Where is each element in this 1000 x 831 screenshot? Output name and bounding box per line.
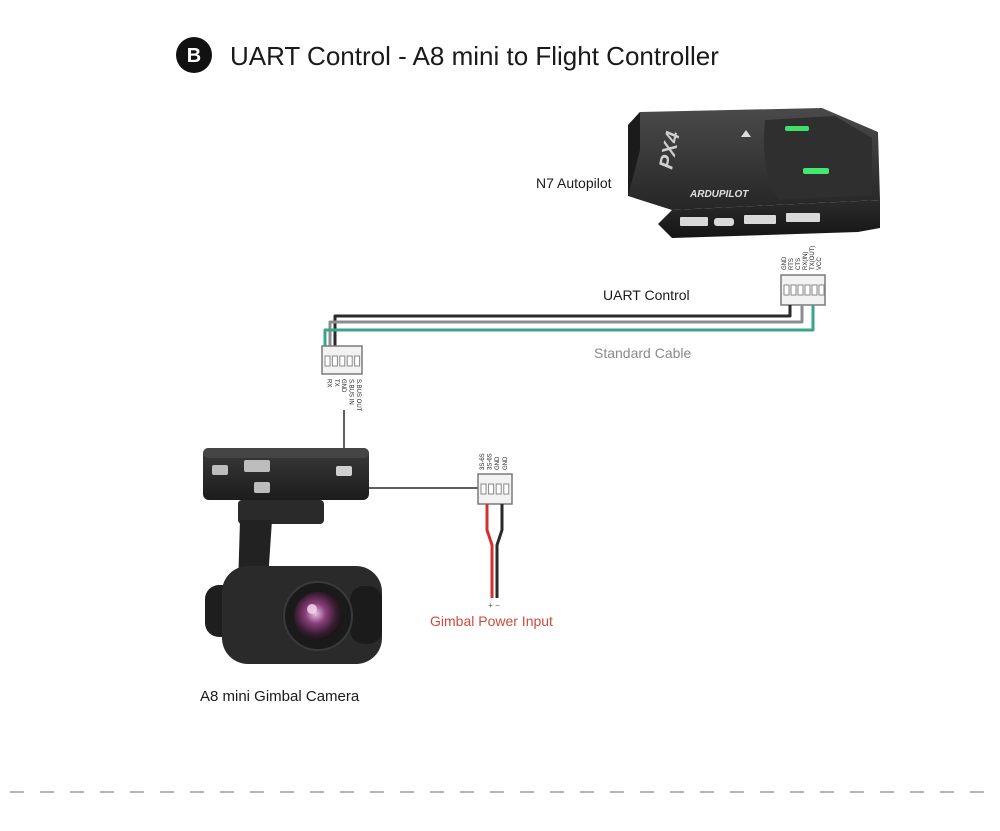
fc-port-usb (714, 218, 734, 226)
pin-label: GND (495, 456, 501, 470)
connector-pin-slot (480, 483, 487, 495)
fc-led-bottom (803, 168, 829, 174)
section-badge-letter: B (187, 45, 201, 67)
wire-black (333, 305, 792, 346)
standard-cable-label: Standard Cable (594, 345, 692, 361)
connector-pin-slot (331, 355, 338, 367)
pin-label: VCC (817, 257, 823, 270)
fc-led-top (785, 126, 809, 131)
camera-port-micro (244, 460, 270, 472)
power-wire-black (495, 504, 504, 598)
connector-pin-slot (818, 284, 825, 296)
power-wires (485, 504, 504, 598)
page-title: UART Control - A8 mini to Flight Control… (230, 41, 719, 71)
camera-lens (294, 592, 342, 640)
power-connector (477, 473, 513, 505)
autopilot-label: N7 Autopilot (536, 175, 612, 191)
pin-label: GND (782, 256, 788, 270)
connector-pin-slot (488, 483, 495, 495)
section-badge (176, 37, 212, 73)
fc-arrow-icon (741, 130, 751, 137)
wire-grey (328, 305, 804, 346)
fc-port-1 (680, 217, 708, 226)
wire-teal (323, 305, 815, 346)
connector-pin-slot (797, 284, 804, 296)
pin-label: CTS (796, 258, 802, 270)
connector-pin-slot (503, 483, 510, 495)
uart-cable (323, 305, 815, 346)
pin-label: S.BUS IN (348, 379, 354, 405)
fc-port-3 (744, 215, 776, 224)
pin-label: RTS (789, 258, 795, 270)
gimbal-yaw-motor (238, 500, 324, 524)
pin-label: S.BUS OUT (355, 379, 361, 412)
connector-pin-slot (804, 284, 811, 296)
camera-port-small (254, 482, 270, 493)
pin-label: RX(IN) (803, 252, 809, 270)
fc-connector (780, 274, 826, 306)
pin-label: GND (503, 456, 509, 470)
gimbal-camera (203, 448, 382, 664)
power-polarity: + − (488, 601, 500, 610)
camera-label: A8 mini Gimbal Camera (200, 688, 360, 705)
uart-control-label: UART Control (603, 287, 690, 303)
fc-left-face (628, 112, 640, 196)
connector-pin-slot (346, 355, 353, 367)
connector-pin-slot (339, 355, 346, 367)
connector-pin-slot (354, 355, 361, 367)
pin-label: GND (340, 379, 346, 393)
camera-port-left (212, 465, 228, 475)
connector-pin-slot (811, 284, 818, 296)
connector-pin-slot (783, 284, 790, 296)
connector-pin-slot (495, 483, 502, 495)
pin-label: 3S-6S (488, 453, 494, 470)
header: B UART Control - A8 mini to Flight Contr… (176, 37, 719, 73)
fc-port-4 (786, 213, 820, 222)
fc-hump (763, 116, 872, 200)
pin-label: TX (333, 379, 339, 387)
flight-controller: PX4 ARDUPILOT (628, 108, 880, 238)
power-wire-red (485, 504, 494, 598)
pin-label: 3S-6S (480, 453, 486, 470)
power-input-label: Gimbal Power Input (430, 613, 553, 629)
connector-pin-slot (324, 355, 331, 367)
pin-label: TX(OUT) (810, 246, 816, 270)
camera-port-right (336, 466, 352, 476)
gimbal-uart-connector (321, 345, 363, 375)
connector-pin-slot (790, 284, 797, 296)
fc-brand-text: ARDUPILOT (689, 189, 749, 200)
pin-label: RX (325, 379, 331, 387)
